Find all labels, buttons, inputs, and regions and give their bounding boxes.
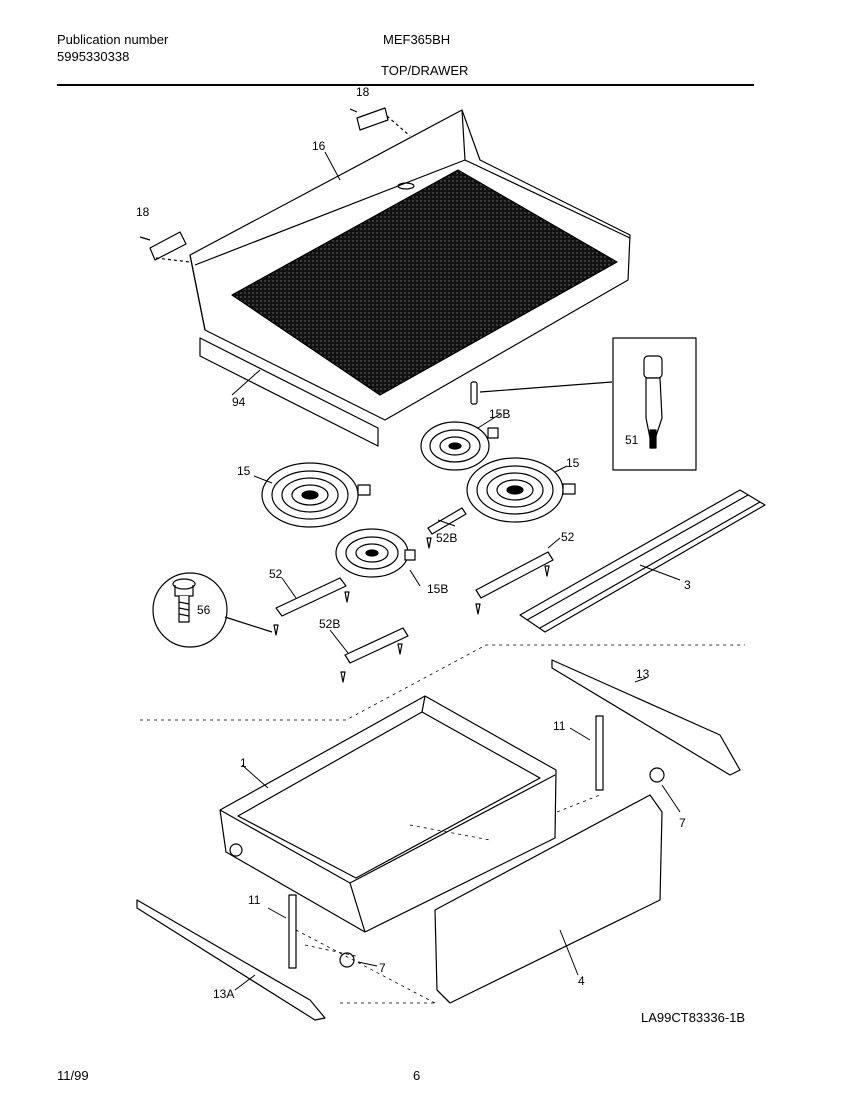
section-title: TOP/DRAWER <box>381 63 469 78</box>
callout-15B-front: 15B <box>427 582 448 596</box>
callout-16: 16 <box>312 139 326 153</box>
callout-7-right: 7 <box>679 816 686 830</box>
drawer-front-part-4 <box>434 794 663 1004</box>
callout-94: 94 <box>232 395 246 409</box>
callout-56: 56 <box>197 603 211 617</box>
surface-element-15B-rear <box>420 421 499 471</box>
leader-lines <box>231 151 681 991</box>
roller-part-7-left <box>339 952 355 968</box>
surface-element-15B-front <box>335 528 416 578</box>
screw-detail-part-56 <box>152 572 273 648</box>
callout-15-left: 15 <box>237 464 251 478</box>
callout-15B-rear: 15B <box>489 407 510 421</box>
page-number: 6 <box>413 1068 421 1083</box>
slide-bracket-part-11-right <box>595 715 604 791</box>
element-bracket-part-52B-rear <box>427 507 467 535</box>
callout-15-right: 15 <box>566 456 580 470</box>
element-bracket-part-52-right <box>475 551 554 599</box>
header-divider <box>57 84 754 86</box>
screws <box>273 537 550 683</box>
callout-52-left: 52 <box>269 567 283 581</box>
drawer-rail-part-13A <box>136 899 326 1021</box>
bracket-part-18-top <box>349 107 411 137</box>
element-bracket-part-52B-front <box>344 627 409 664</box>
dashed-guides <box>140 644 745 1004</box>
publication-number-value: 5995330338 <box>57 49 130 64</box>
infinite-switch-part-51 <box>643 355 663 449</box>
callout-11-left: 11 <box>248 893 261 907</box>
drawer-body-part-1 <box>219 695 557 933</box>
footer-date: 11/99 <box>57 1068 89 1083</box>
callout-13A: 13A <box>213 987 234 1001</box>
callout-18-left: 18 <box>136 205 150 219</box>
callout-7-left: 7 <box>379 961 386 975</box>
callout-13: 13 <box>636 667 650 681</box>
callout-11-right: 11 <box>553 719 566 733</box>
surface-element-15-right <box>466 457 576 523</box>
surface-element-15-left <box>261 462 371 528</box>
callout-3: 3 <box>684 578 691 592</box>
front-trim-part-94 <box>199 337 379 447</box>
small-switch-part-51 <box>470 381 478 405</box>
publication-number-label: Publication number <box>57 32 169 47</box>
callout-52-right: 52 <box>561 530 575 544</box>
callout-4: 4 <box>578 974 585 988</box>
callout-1: 1 <box>240 756 247 770</box>
element-bracket-part-52-left <box>275 577 347 617</box>
rail-part-3 <box>519 489 766 633</box>
callout-52B-front: 52B <box>319 617 340 631</box>
cooktop-top-part-16 <box>189 109 631 421</box>
model-number: MEF365BH <box>383 32 451 47</box>
callout-52B-rear: 52B <box>436 531 457 545</box>
roller-part-7-right <box>649 767 665 783</box>
bracket-part-18-left <box>139 231 191 263</box>
callout-51: 51 <box>625 433 639 447</box>
slide-bracket-part-11-left <box>288 894 297 969</box>
drawing-code: LA99CT83336-1B <box>641 1010 746 1025</box>
ceramic-glass-surface <box>231 169 618 396</box>
drawer-rail-part-13 <box>551 659 741 776</box>
callout-18-top: 18 <box>356 85 370 99</box>
